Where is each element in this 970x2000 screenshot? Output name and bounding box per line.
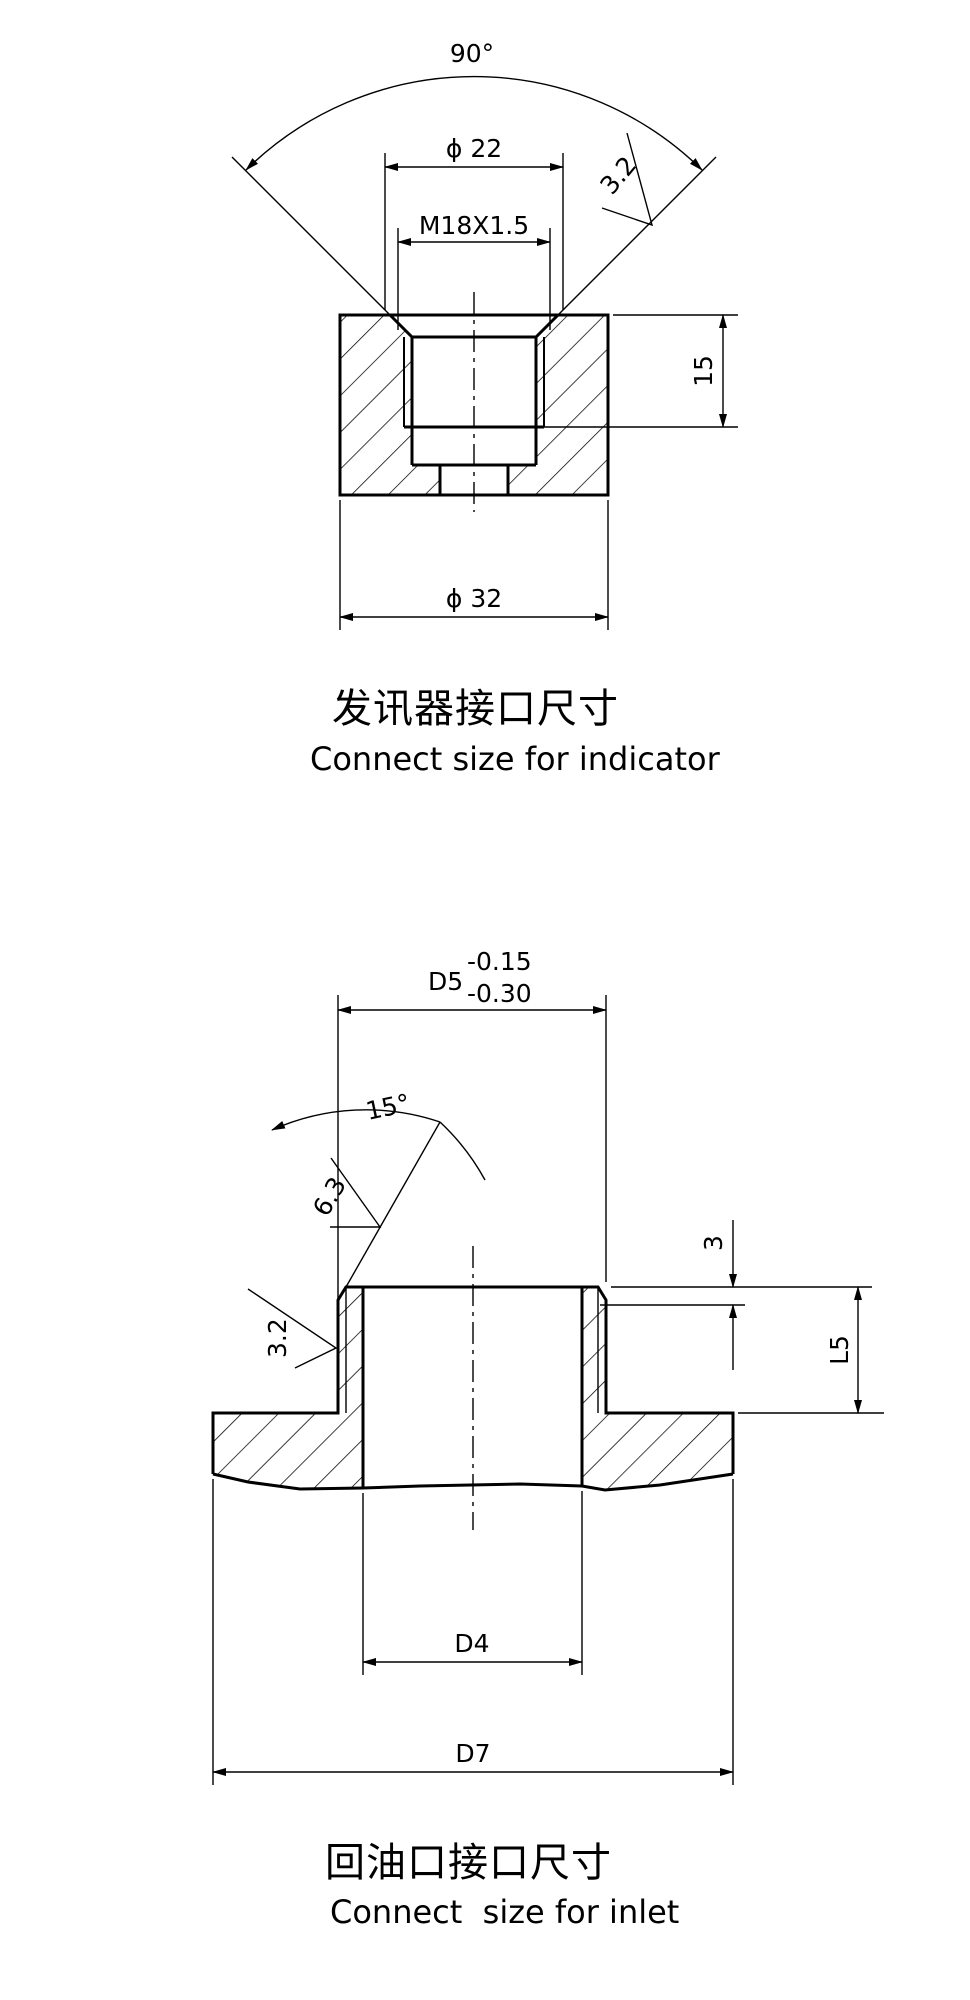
indicator-roughness-label: 3.2	[594, 151, 642, 200]
indicator-body-hatch	[340, 315, 608, 495]
indicator-depth-label: 15	[689, 355, 718, 387]
indicator-outer-dia-label: ϕ 32	[446, 584, 502, 613]
inlet-angle-label: 15°	[363, 1088, 412, 1126]
inlet-tol-upper: -0.15	[467, 947, 532, 976]
inlet-length-label: L5	[825, 1335, 854, 1365]
inlet-outer-dia-label: D7	[455, 1739, 490, 1768]
indicator-caption-cn: 发讯器接口尺寸	[332, 686, 619, 732]
inlet-inner-dia-label: D4	[454, 1629, 489, 1658]
indicator-caption-en: Connect size for indicator	[310, 740, 720, 778]
inlet-drawing: D5 -0.15 -0.30 15° 6.3 3.2 3 L5 D4 D7	[211, 947, 884, 1785]
inlet-roughness-b-label: 3.2	[263, 1318, 292, 1358]
indicator-angle-label: 90°	[450, 39, 494, 68]
inlet-caption-en: Connect size for inlet	[330, 1893, 680, 1931]
indicator-thread-label: M18X1.5	[419, 211, 529, 240]
indicator-chamfer-dia-label: ϕ 22	[446, 134, 502, 163]
indicator-drawing: 90° ϕ 22 M18X1.5 3.2 15 ϕ 32	[231, 39, 738, 630]
inlet-roughness-a-label: 6.3	[307, 1172, 352, 1221]
inlet-dia-label: D5	[428, 967, 463, 996]
inlet-chamfer-label: 3	[699, 1235, 728, 1251]
inlet-body-hatch	[213, 1287, 733, 1490]
inlet-tol-lower: -0.30	[467, 979, 532, 1008]
inlet-caption-cn: 回油口接口尺寸	[325, 1840, 612, 1886]
